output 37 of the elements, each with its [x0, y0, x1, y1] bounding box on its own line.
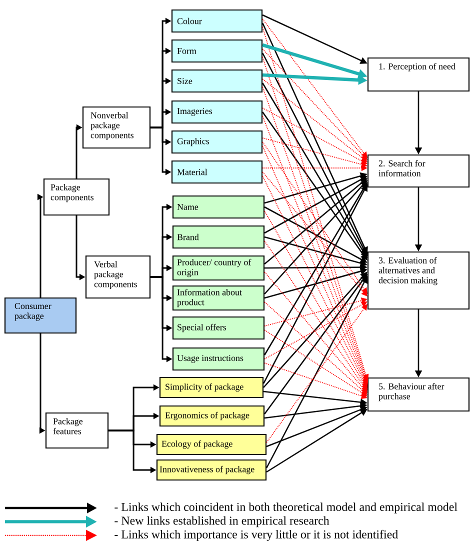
- element-box: Imageries: [171, 100, 263, 124]
- category-box: Package components: [43, 178, 110, 216]
- stage-box: 2. Search for information: [367, 154, 470, 188]
- element-box: Size: [171, 69, 263, 93]
- arrow: [262, 48, 368, 160]
- element-box: Name: [172, 195, 265, 219]
- element-box: Brand: [172, 225, 265, 249]
- category-box: Nonverbal package components: [82, 106, 151, 149]
- legend-text: - Links which importance is very little or it is not identified: [114, 530, 398, 541]
- element-box: Ergonomics of package: [159, 405, 265, 427]
- element-box: Innovativeness of package: [156, 459, 267, 481]
- arrow: [264, 210, 368, 390]
- element-box: Material: [171, 160, 263, 184]
- element-box: Simplicity of package: [159, 376, 264, 398]
- arrow: [264, 330, 368, 396]
- category-box: Package features: [45, 412, 109, 449]
- stage-box: 3. Evaluation of alternatives and decision making: [367, 251, 470, 310]
- element-box: Usage instructions: [172, 347, 265, 371]
- category-box: Verbal package components: [85, 255, 151, 299]
- arrow: [264, 302, 368, 395]
- stage-box: 5. Behaviour after purchase: [367, 377, 470, 412]
- element-box: Colour: [171, 9, 263, 33]
- arrow: [264, 302, 368, 360]
- element-box: Information about product: [172, 285, 265, 311]
- element-box: Form: [171, 39, 263, 63]
- element-box: Ecology of package: [156, 434, 267, 456]
- category-box: Consumer package: [4, 297, 77, 334]
- legend-text: - New links established in empirical research: [114, 516, 330, 528]
- stage-box: 1. Perception of need: [367, 57, 470, 92]
- arrow: [262, 78, 368, 162]
- legend-text: - Links which coincident in both theoretical model and empirical model: [114, 502, 458, 514]
- arrow: [266, 304, 368, 443]
- element-box: Producer/ country of origin: [172, 255, 265, 281]
- arrow: [262, 142, 368, 294]
- element-box: Special offers: [172, 316, 265, 340]
- element-box: Graphics: [171, 130, 263, 154]
- arrow: [262, 18, 368, 158]
